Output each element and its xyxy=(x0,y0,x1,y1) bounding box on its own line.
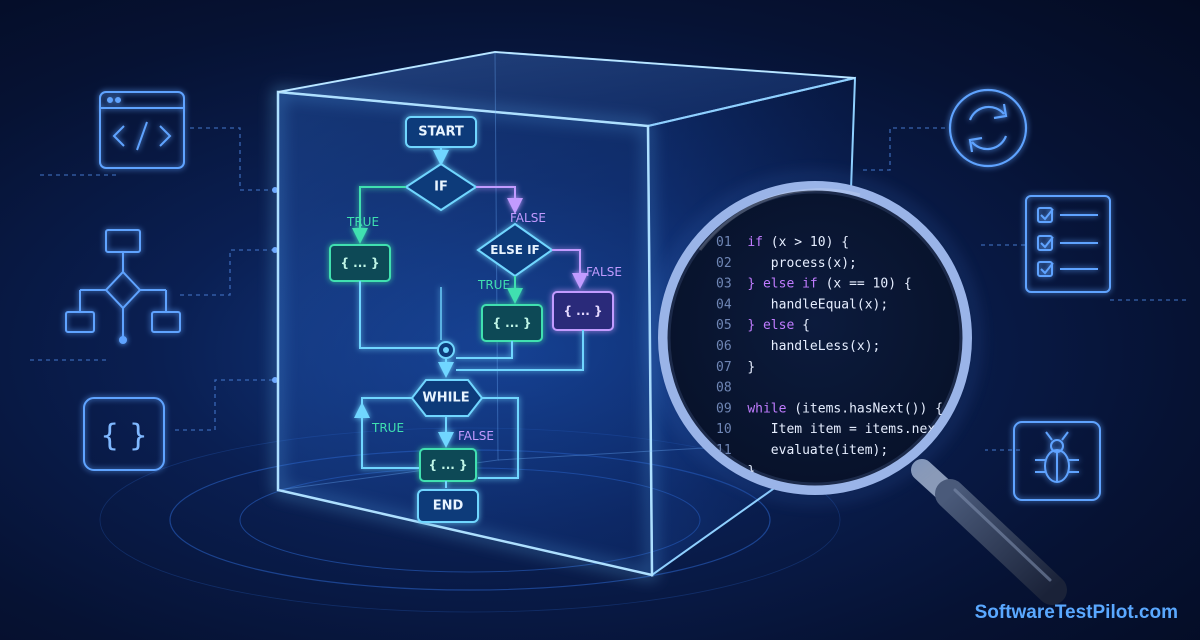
flowchart-icon xyxy=(65,229,181,344)
code-line: 10 Item item = items.next(); xyxy=(716,422,966,437)
loop-block xyxy=(419,448,477,482)
while-true-label: TRUE xyxy=(371,421,404,435)
code-line: 06 handleLess(x); xyxy=(716,339,880,354)
code-line: } xyxy=(716,464,755,479)
line-number: 08 xyxy=(716,381,747,396)
line-number: 02 xyxy=(716,256,747,271)
true-block-2-label: { ... } xyxy=(492,316,531,330)
line-number: 05 xyxy=(716,318,747,333)
circuit-lines-left xyxy=(30,127,275,431)
line-number: 03 xyxy=(716,277,747,292)
code-text: Item item = items.next(); xyxy=(747,422,966,437)
code-line: 11 evaluate(item); xyxy=(716,443,888,458)
code-keyword: } else xyxy=(747,318,794,333)
code-text: evaluate(item); xyxy=(747,443,888,458)
magnifier-handle xyxy=(911,459,1067,605)
code-line: 04 handleEqual(x); xyxy=(716,297,888,312)
if-node xyxy=(404,162,478,212)
code-text: (x > 10) { xyxy=(763,235,849,250)
line-number: 10 xyxy=(716,422,747,437)
code-line: 08 xyxy=(716,381,747,396)
brand-watermark: SoftwareTestPilot.com xyxy=(974,602,1178,623)
true-block-1-label: { ... } xyxy=(340,256,379,270)
line-number: 04 xyxy=(716,297,747,312)
line-number: 06 xyxy=(716,339,747,354)
code-view: 01 if (x > 10) {02 process(x);03 } else … xyxy=(716,235,966,479)
code-text: handleLess(x); xyxy=(747,339,880,354)
line-number: 09 xyxy=(716,401,747,416)
bug-icon xyxy=(1013,421,1101,501)
else-if-label: ELSE IF xyxy=(490,243,540,257)
code-text: (items.hasNext()) { xyxy=(786,401,943,416)
code-line: 03 } else if (x == 10) { xyxy=(716,277,912,292)
while-label: WHILE xyxy=(422,391,469,406)
start-label: START xyxy=(418,125,464,140)
if-true-label: TRUE xyxy=(346,215,379,229)
code-text: { xyxy=(794,318,810,333)
code-line: 07 } xyxy=(716,360,755,375)
code-keyword: while xyxy=(747,401,786,416)
false-block-label: { ... } xyxy=(563,304,602,318)
end-label: END xyxy=(433,499,464,514)
braces-icon xyxy=(83,397,165,471)
code-keyword: } else if xyxy=(747,277,817,292)
if-label: IF xyxy=(434,180,448,195)
lens-shine xyxy=(698,188,861,251)
code-line: 02 process(x); xyxy=(716,256,857,271)
code-window-icon xyxy=(99,91,185,169)
magnifier-lens xyxy=(653,176,977,500)
line-number: 07 xyxy=(716,360,747,375)
code-text: } xyxy=(747,360,755,375)
code-text: process(x); xyxy=(747,256,857,271)
line-number: 01 xyxy=(716,235,747,250)
code-line: 05 } else { xyxy=(716,318,810,333)
circuit-lines-right xyxy=(860,127,1190,451)
code-text: } xyxy=(747,464,755,479)
code-keyword: if xyxy=(747,235,763,250)
flowchart xyxy=(329,116,614,523)
loop-block-label: { ... } xyxy=(428,458,467,472)
if-false-label: FALSE xyxy=(510,211,546,225)
while-false-label: FALSE xyxy=(458,429,494,443)
code-text: (x == 10) { xyxy=(818,277,912,292)
line-number: 11 xyxy=(716,443,747,458)
else-if-true-label: TRUE xyxy=(477,278,510,292)
code-text: handleEqual(x); xyxy=(747,297,888,312)
braces-glyph: { } xyxy=(100,419,148,454)
end-node xyxy=(417,489,479,523)
else-if-false-label: FALSE xyxy=(586,265,622,279)
code-line: 09 while (items.hasNext()) { xyxy=(716,401,943,416)
refresh-icon xyxy=(948,88,1028,168)
checklist-icon xyxy=(1025,195,1111,293)
code-line: 01 if (x > 10) { xyxy=(716,235,849,250)
